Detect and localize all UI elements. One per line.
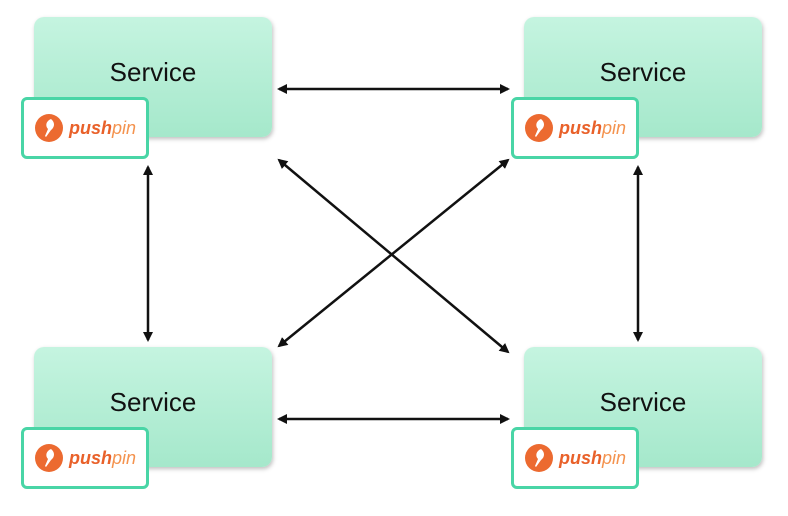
service-label: Service: [599, 387, 687, 417]
pushpin-logo-text: pushpin: [69, 448, 136, 468]
logo-text-light: pin: [602, 448, 627, 468]
pushpin-logo-text: pushpin: [559, 118, 626, 138]
logo-text-light: pin: [112, 118, 137, 138]
logo-text-light: pin: [602, 118, 627, 138]
service-label: Service: [109, 387, 197, 417]
logo-text-strong: push: [559, 448, 602, 468]
service-label: Service: [599, 57, 687, 87]
logo-text-strong: push: [559, 118, 602, 138]
pushpin-badge-bottom-right: pushpin: [511, 427, 639, 489]
service-label: Service: [109, 57, 197, 87]
logo-text-light: pin: [112, 448, 137, 468]
pushpin-logo-icon: [525, 114, 553, 142]
pushpin-logo-icon: [525, 444, 553, 472]
logo-text-strong: push: [69, 448, 112, 468]
arrow-diagonal-tr-bl: [277, 158, 510, 348]
pushpin-logo-text: pushpin: [559, 448, 626, 468]
pushpin-logo-icon: [35, 444, 63, 472]
pushpin-badge-top-left: pushpin: [21, 97, 149, 159]
logo-text-strong: push: [69, 118, 112, 138]
pushpin-logo-text: pushpin: [69, 118, 136, 138]
pushpin-badge-bottom-left: pushpin: [21, 427, 149, 489]
pushpin-logo-icon: [35, 114, 63, 142]
pushpin-badge-top-right: pushpin: [511, 97, 639, 159]
